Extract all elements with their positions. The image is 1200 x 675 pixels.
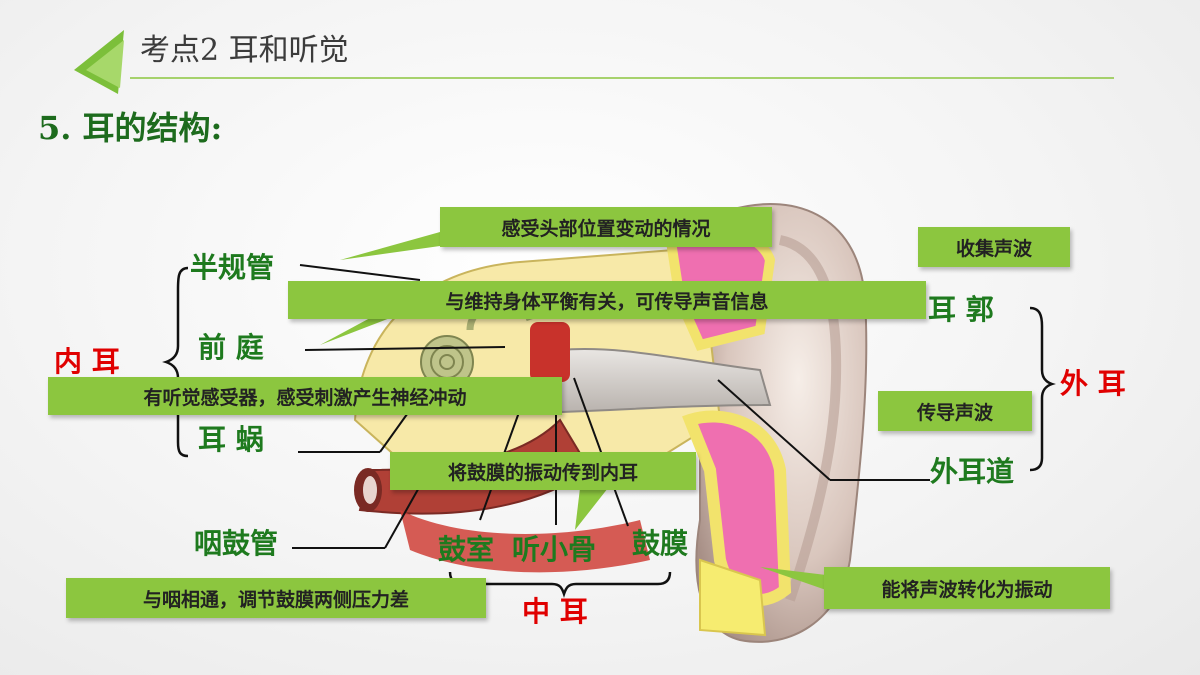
label-ossicles: 听小骨: [512, 533, 597, 566]
label-auricle: 耳 郭: [928, 293, 994, 326]
header-arrow-icon: [74, 30, 124, 94]
note-auricle: 收集声波: [918, 227, 1070, 267]
note-eardrum: 能将声波转化为振动: [824, 567, 1110, 609]
tube-lumen: [363, 476, 377, 504]
lobe-yellow-shape: [699, 558, 767, 637]
note-ear-canal: 传导声波: [878, 391, 1032, 431]
label-semicircular-canals: 半规管: [190, 251, 275, 284]
note-cochlea: 有听觉感受器，感受刺激产生神经冲动: [48, 377, 562, 415]
note-ossicles: 将鼓膜的振动传到内耳: [390, 452, 696, 490]
middle-ear-cavity: [530, 322, 570, 382]
group-middle-ear: 中 耳: [522, 595, 588, 628]
note-semicircular-canals: 感受头部位置变动的情况: [440, 207, 772, 247]
label-cochlea: 耳 蜗: [198, 423, 264, 456]
label-tympanic-cavity: 鼓室: [438, 533, 495, 566]
note-vestibule: 与维持身体平衡有关，可传导声音信息: [288, 281, 926, 319]
label-vestibule: 前 庭: [198, 331, 264, 364]
label-eardrum: 鼓膜: [632, 527, 689, 560]
label-eustachian-tube: 咽鼓管: [194, 527, 279, 560]
page-title: 考点2 耳和听觉: [140, 33, 349, 68]
lower-red-tissue: [400, 510, 650, 573]
ear-canal-shape: [559, 348, 772, 414]
group-outer-ear: 外 耳: [1060, 367, 1126, 400]
callout-pointers: [320, 232, 826, 590]
label-ear-canal: 外耳道: [930, 455, 1015, 488]
note-eustachian-tube: 与咽相通，调节鼓膜两侧压力差: [66, 578, 486, 618]
auricle-fold: [778, 235, 842, 602]
section-subtitle: 5. 耳的结构:: [38, 109, 223, 147]
group-inner-ear: 内 耳: [54, 345, 120, 378]
